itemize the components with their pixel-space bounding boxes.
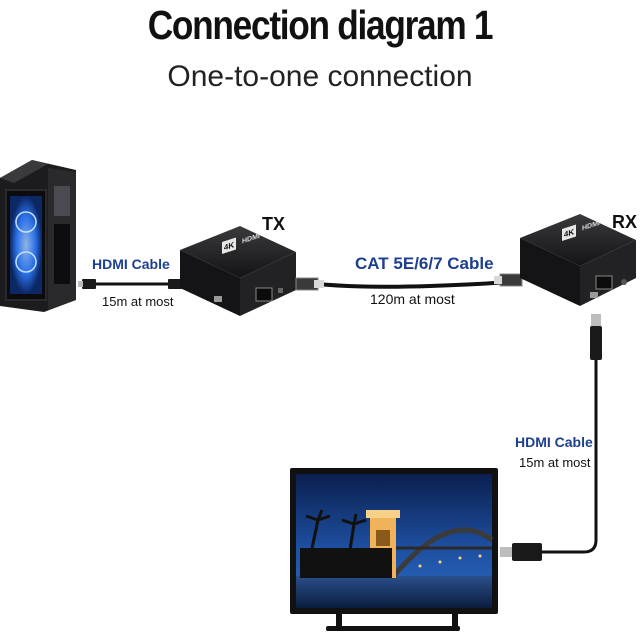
rx-extender-box: 4K HDMI [520, 214, 636, 306]
cat-cable-label: CAT 5E/6/7 Cable [355, 254, 494, 273]
tv-monitor [290, 468, 498, 631]
tx-extender-box: 4K HDMI [180, 226, 296, 316]
cat-cable-distance: 120m at most [370, 291, 455, 307]
hdmi-cable-out-distance: 15m at most [519, 455, 591, 470]
diagram-subtitle: One-to-one connection [167, 60, 473, 93]
tx-badge-text: 4K [224, 240, 234, 252]
rx-label: RX [612, 212, 638, 232]
diagram-title: Connection diagram 1 [147, 2, 494, 48]
hdmi-cable-in [78, 279, 186, 289]
hdmi-cable-in-distance: 15m at most [102, 294, 174, 309]
hdmi-cable-out-label: HDMI Cable [515, 434, 593, 450]
cat-cable [295, 273, 523, 291]
hdmi-cable-out [500, 314, 602, 561]
pc-tower-icon [0, 160, 76, 312]
tx-label: TX [262, 214, 286, 234]
rx-badge-text: 4K [564, 227, 574, 239]
hdmi-cable-in-label: HDMI Cable [92, 256, 170, 272]
